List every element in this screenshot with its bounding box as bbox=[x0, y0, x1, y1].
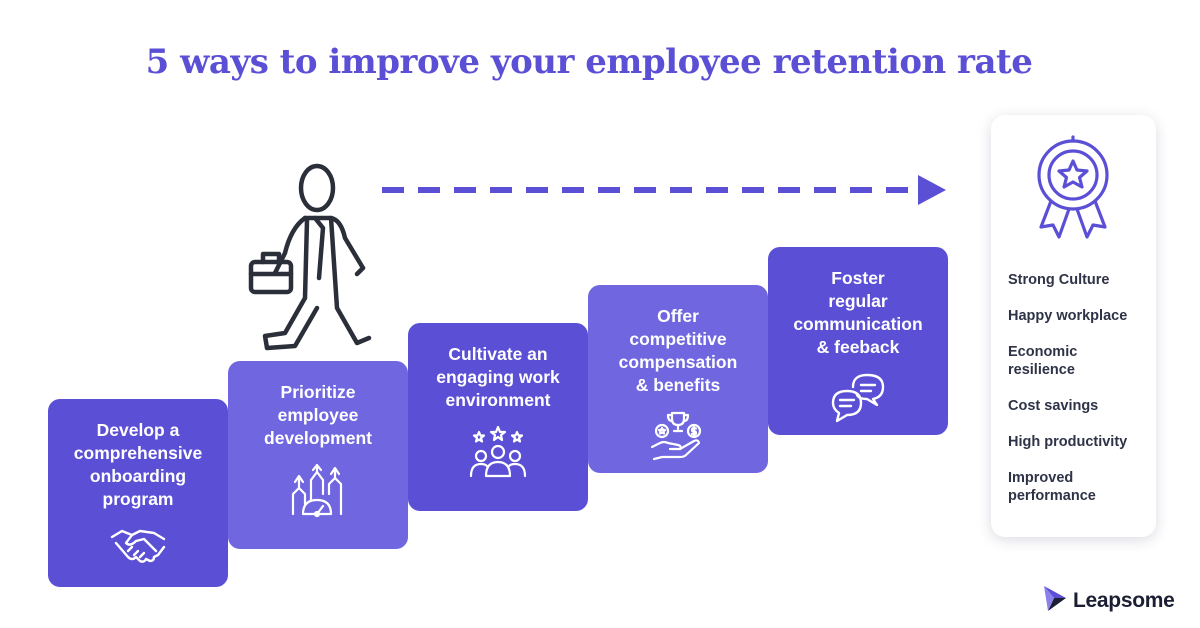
benefit-item: Happy workplace bbox=[1008, 308, 1128, 324]
growth-gauge-icon bbox=[289, 464, 347, 518]
walking-businessman-icon bbox=[245, 158, 375, 358]
step-label: Offer competitive compensation & benefit… bbox=[618, 306, 738, 395]
step-label: Prioritize employee development bbox=[264, 382, 372, 448]
benefit-item: Cost savings bbox=[1008, 398, 1099, 414]
logo-text: Leapsome bbox=[1073, 588, 1175, 612]
hand-trophy-coins-icon bbox=[650, 411, 706, 461]
chat-bubbles-icon bbox=[829, 373, 887, 423]
step-label: Develop a comprehensive onboarding progr… bbox=[73, 420, 203, 509]
step-engagement: Cultivate an engaging work environment bbox=[408, 323, 588, 511]
benefit-item: Economic resilience bbox=[1008, 344, 1078, 378]
step-compensation: Offer competitive compensation & benefit… bbox=[588, 285, 768, 473]
award-ribbon-icon bbox=[1031, 135, 1115, 246]
step-onboarding: Develop a comprehensive onboarding progr… bbox=[48, 399, 228, 587]
dashed-arrow-icon bbox=[380, 172, 950, 217]
handshake-icon bbox=[110, 525, 166, 565]
benefits-card: Strong Culture Happy workplace Economic … bbox=[991, 115, 1156, 537]
step-label: Foster regular communication & feeback bbox=[793, 268, 923, 357]
benefit-item: High productivity bbox=[1008, 434, 1128, 450]
brand-logo: Leapsome bbox=[1042, 584, 1175, 617]
leapsome-logo-icon bbox=[1042, 584, 1068, 617]
step-development: Prioritize employee development bbox=[228, 361, 408, 549]
team-stars-icon bbox=[469, 426, 527, 478]
step-label: Cultivate an engaging work environment bbox=[436, 344, 560, 410]
benefit-item: Improved performance bbox=[1008, 470, 1096, 504]
page-title: 5 ways to improve your employee retentio… bbox=[145, 42, 1033, 82]
benefit-item: Strong Culture bbox=[1008, 272, 1110, 288]
step-communication: Foster regular communication & feeback bbox=[768, 247, 948, 435]
benefits-list: Strong Culture Happy workplace Economic … bbox=[1008, 271, 1148, 523]
